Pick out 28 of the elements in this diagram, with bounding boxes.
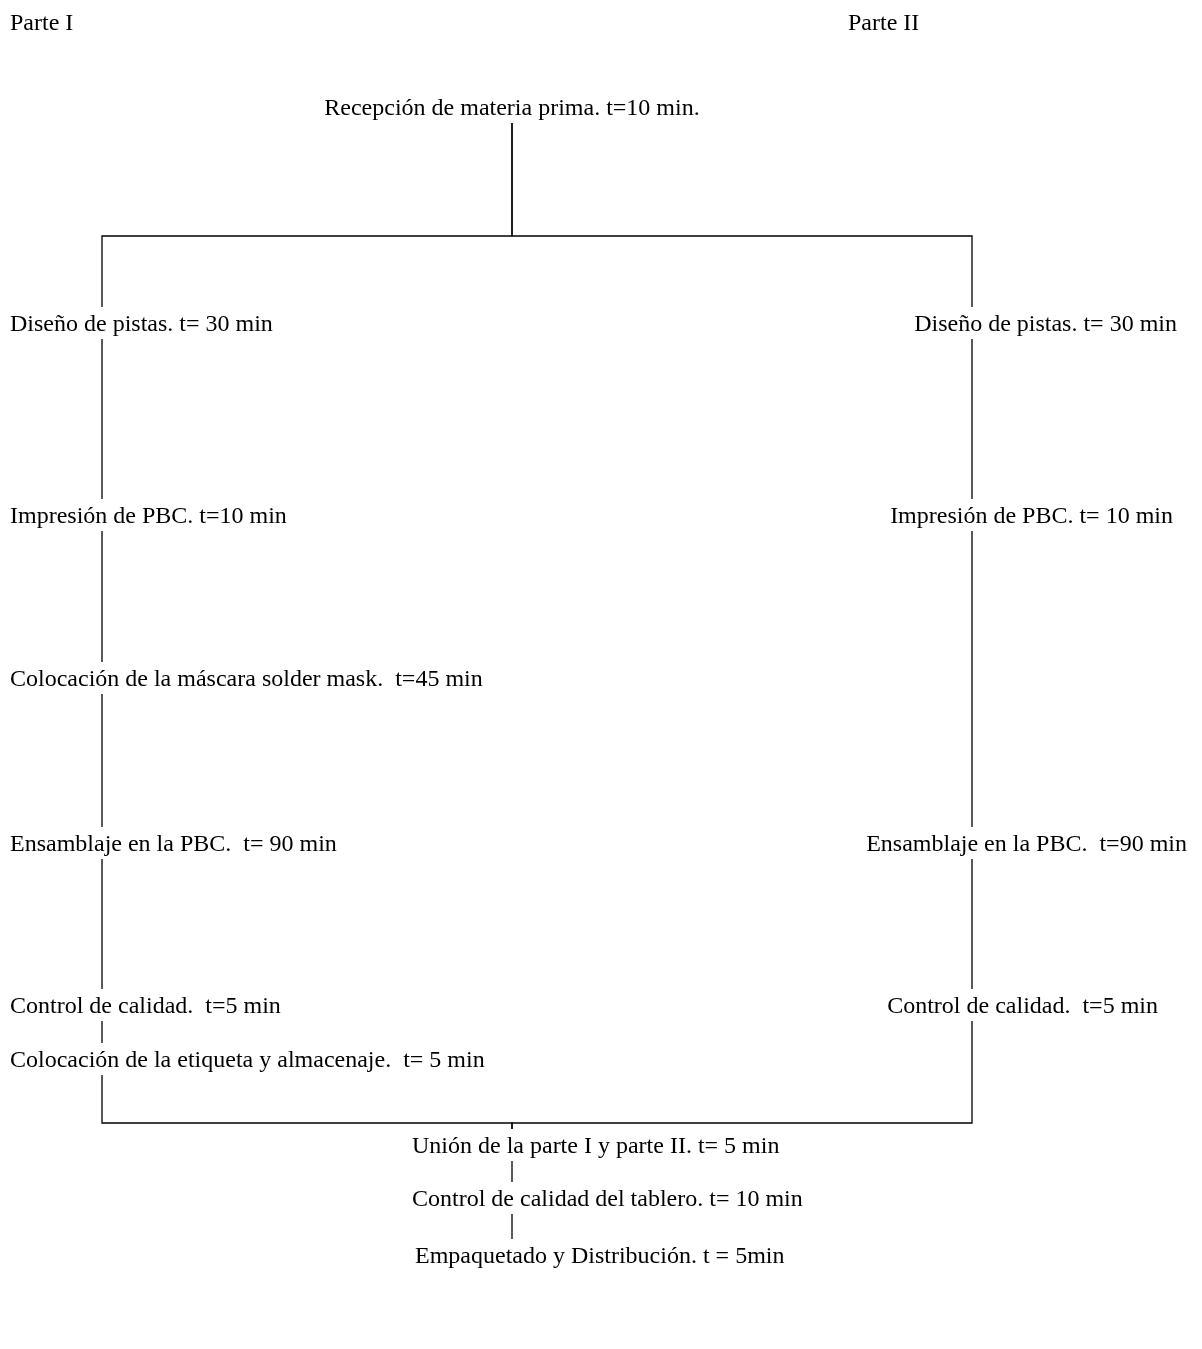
connector-line <box>511 1020 973 1130</box>
step-text: Ensamblaje en la PBC. t=90 min <box>866 829 1187 857</box>
connector-line <box>511 122 973 308</box>
step-text: Unión de la parte I y parte II. t= 5 min <box>412 1131 780 1159</box>
step-text: Empaquetado y Distribución. t = 5min <box>415 1241 785 1269</box>
connector-line <box>101 858 103 990</box>
part-heading: Parte I <box>10 8 74 36</box>
step-text: Diseño de pistas. t= 30 min <box>914 309 1177 337</box>
step-text: Control de calidad. t=5 min <box>10 991 281 1019</box>
connector-line <box>511 1160 513 1183</box>
step-text: Colocación de la etiqueta y almacenaje. t= 5 min <box>10 1045 485 1073</box>
step-text: Diseño de pistas. t= 30 min <box>10 309 273 337</box>
connector-line <box>971 530 973 828</box>
connector-line <box>101 693 103 828</box>
connector-line <box>101 338 103 500</box>
connector-line <box>971 338 973 500</box>
step-text: Impresión de PBC. t= 10 min <box>890 501 1173 529</box>
step-text: Control de calidad del tablero. t= 10 min <box>412 1184 803 1212</box>
step-text: Control de calidad. t=5 min <box>887 991 1158 1019</box>
connector-line <box>511 1213 513 1240</box>
step-text: Ensamblaje en la PBC. t= 90 min <box>10 829 337 857</box>
connector-line <box>101 1020 103 1044</box>
connector-line <box>971 858 973 990</box>
connector-line <box>101 530 103 663</box>
step-text: Colocación de la máscara solder mask. t=45 min <box>10 664 483 692</box>
step-text: Impresión de PBC. t=10 min <box>10 501 287 529</box>
part-heading: Parte II <box>848 8 920 36</box>
step-text: Recepción de materia prima. t=10 min. <box>324 93 700 121</box>
